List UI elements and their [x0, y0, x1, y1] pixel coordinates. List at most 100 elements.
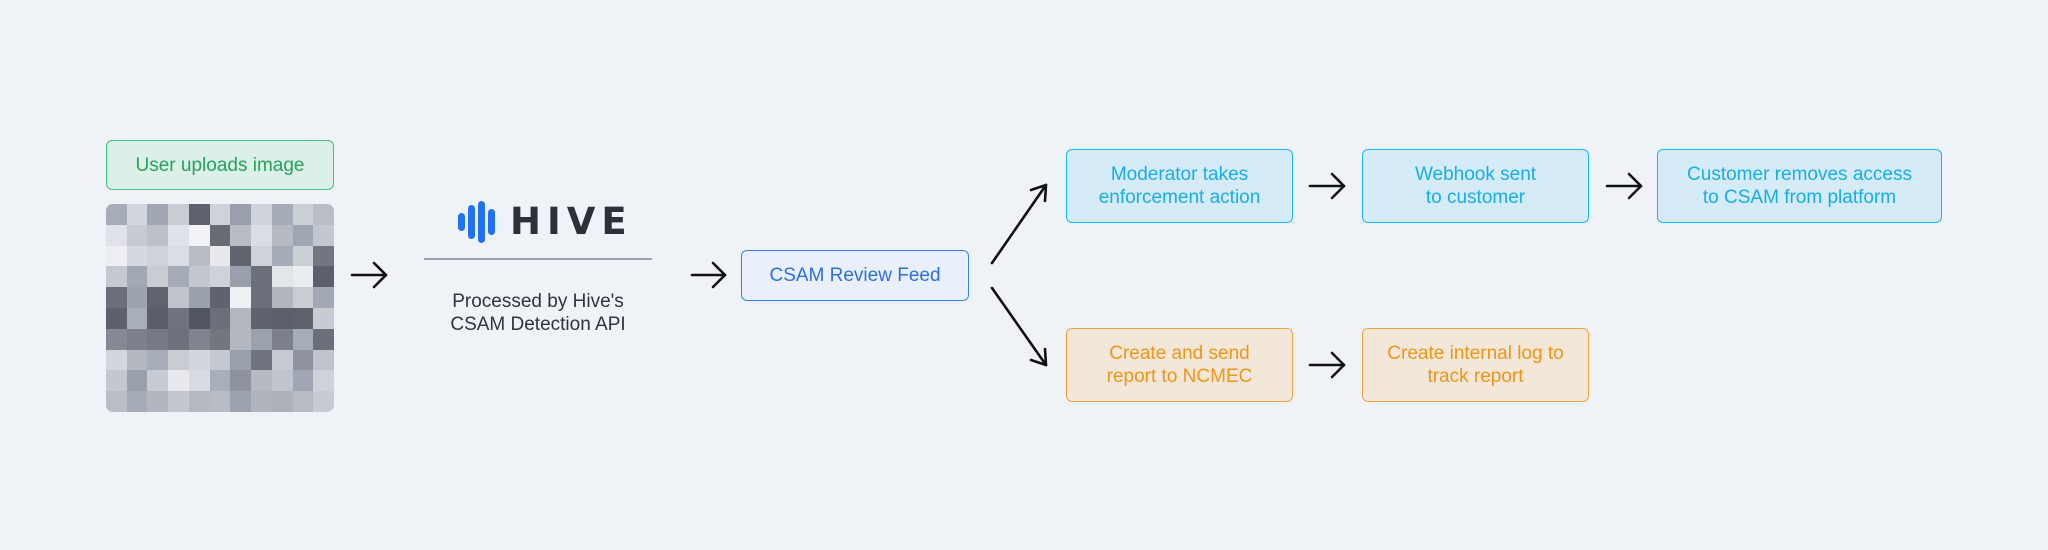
mosaic-cell	[292, 224, 314, 246]
mosaic-cell	[147, 307, 169, 329]
arrow-review-to-moderator	[990, 183, 1048, 265]
mosaic-cell	[106, 328, 127, 350]
arrow-review-to-ncmec	[990, 286, 1048, 367]
mosaic-cell	[251, 349, 272, 371]
internal-log-box: Create internal log to track report	[1362, 328, 1589, 402]
mosaic-cell	[313, 204, 334, 225]
mosaic-cell	[147, 224, 169, 246]
mosaic-cell	[230, 245, 252, 267]
arrow-ncmec-to-log	[1308, 351, 1346, 379]
mosaic-cell	[271, 224, 293, 246]
mosaic-cell	[209, 370, 231, 392]
mosaic-cell	[106, 287, 127, 308]
mosaic-cell	[271, 266, 293, 288]
mosaic-cell	[292, 307, 314, 329]
mosaic-cell	[147, 370, 169, 392]
hive-bars-icon	[458, 200, 495, 243]
mosaic-cell	[251, 307, 272, 329]
mosaic-cell	[209, 307, 231, 329]
mosaic-cell	[292, 391, 314, 412]
mosaic-cell	[209, 349, 231, 371]
mosaic-cell	[126, 266, 148, 288]
mosaic-cell	[126, 391, 148, 412]
mosaic-cell	[209, 287, 231, 308]
mosaic-cell	[271, 245, 293, 267]
mosaic-cell	[230, 328, 252, 350]
mosaic-cell	[126, 370, 148, 392]
mosaic-cell	[168, 391, 189, 412]
mosaic-cell	[230, 266, 252, 288]
mosaic-cell	[188, 204, 210, 225]
arrow-moderator-to-webhook	[1308, 172, 1346, 200]
mosaic-cell	[251, 204, 272, 225]
mosaic-cell	[251, 245, 272, 267]
mosaic-cell	[126, 287, 148, 308]
mosaic-cell	[168, 204, 189, 225]
user-uploads-image-box: User uploads image	[106, 140, 334, 190]
mosaic-cell	[147, 391, 169, 412]
mosaic-cell	[271, 391, 293, 412]
mosaic-cell	[230, 224, 252, 246]
mosaic-cell	[168, 245, 189, 267]
mosaic-cell	[126, 307, 148, 329]
mosaic-cell	[230, 391, 252, 412]
mosaic-cell	[106, 266, 127, 288]
mosaic-cell	[292, 287, 314, 308]
mosaic-cell	[230, 349, 252, 371]
mosaic-cell	[209, 391, 231, 412]
mosaic-cell	[251, 370, 272, 392]
mosaic-cell	[230, 287, 252, 308]
mosaic-cell	[188, 224, 210, 246]
moderator-action-box: Moderator takes enforcement action	[1066, 149, 1293, 223]
mosaic-cell	[147, 328, 169, 350]
mosaic-cell	[188, 370, 210, 392]
mosaic-cell	[230, 307, 252, 329]
customer-removes-access-box: Customer removes access to CSAM from pla…	[1657, 149, 1942, 223]
mosaic-cell	[251, 287, 272, 308]
arrow-hive-to-review	[690, 261, 727, 289]
mosaic-cell	[168, 224, 189, 246]
mosaic-cell	[313, 287, 334, 308]
mosaic-cell	[292, 204, 314, 225]
mosaic-cell	[168, 349, 189, 371]
mosaic-cell	[106, 391, 127, 412]
hive-api-caption: Processed by Hive's CSAM Detection API	[450, 291, 626, 335]
mosaic-cell	[147, 287, 169, 308]
blurred-image-thumbnail	[106, 204, 334, 412]
mosaic-cell	[188, 391, 210, 412]
mosaic-cell	[313, 224, 334, 246]
mosaic-cell	[251, 266, 272, 288]
mosaic-cell	[292, 370, 314, 392]
mosaic-cell	[106, 370, 127, 392]
hive-wordmark: HIVE	[510, 200, 633, 243]
mosaic-cell	[271, 328, 293, 350]
webhook-sent-box: Webhook sent to customer	[1362, 149, 1589, 223]
mosaic-cell	[106, 204, 127, 225]
mosaic-cell	[209, 204, 231, 225]
mosaic-cell	[271, 287, 293, 308]
mosaic-cell	[230, 370, 252, 392]
mosaic-cell	[188, 245, 210, 267]
mosaic-cell	[271, 370, 293, 392]
mosaic-cell	[209, 224, 231, 246]
mosaic-cell	[209, 245, 231, 267]
mosaic-cell	[126, 224, 148, 246]
mosaic-cell	[168, 287, 189, 308]
mosaic-cell	[292, 245, 314, 267]
mosaic-cell	[126, 328, 148, 350]
mosaic-cell	[188, 349, 210, 371]
mosaic-cell	[168, 370, 189, 392]
mosaic-cell	[126, 349, 148, 371]
mosaic-cell	[292, 349, 314, 371]
divider	[424, 258, 652, 260]
ncmec-report-box: Create and send report to NCMEC	[1066, 328, 1293, 402]
mosaic-cell	[209, 266, 231, 288]
mosaic-cell	[251, 328, 272, 350]
mosaic-cell	[188, 287, 210, 308]
mosaic-cell	[313, 328, 334, 350]
mosaic-cell	[106, 307, 127, 329]
csam-review-feed-box: CSAM Review Feed	[741, 250, 969, 301]
mosaic-cell	[188, 328, 210, 350]
mosaic-cell	[251, 391, 272, 412]
mosaic-cell	[126, 245, 148, 267]
